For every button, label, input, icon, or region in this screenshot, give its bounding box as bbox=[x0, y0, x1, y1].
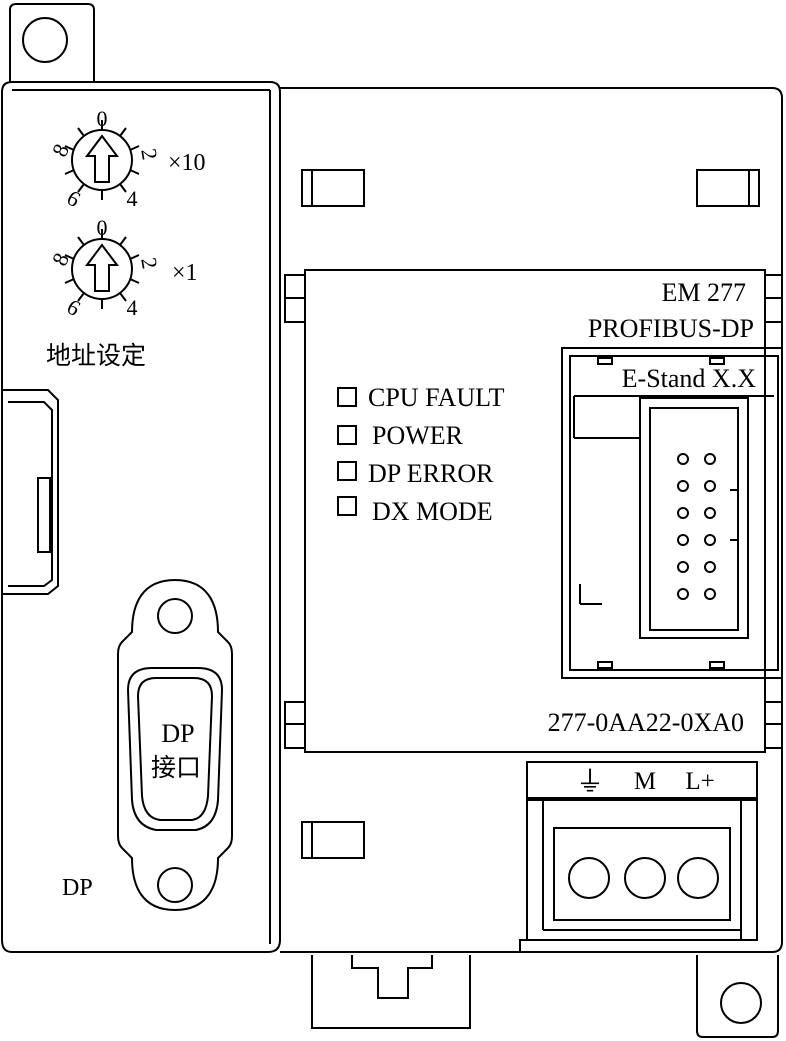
dp-connector-flange bbox=[117, 578, 233, 912]
mounting-tab-top-left bbox=[9, 3, 95, 82]
led-dx-mode bbox=[337, 496, 357, 516]
front-cover bbox=[304, 269, 766, 753]
connector-pin bbox=[677, 561, 689, 573]
connector-pin bbox=[704, 561, 716, 573]
bus-type: PROFIBUS-DP bbox=[588, 314, 754, 343]
led-power bbox=[337, 425, 357, 445]
connector-pin bbox=[677, 507, 689, 519]
rotary-x10-digit-6: 6 bbox=[63, 185, 85, 212]
led-cpu-fault bbox=[337, 387, 357, 407]
rotary-x10-label: ×10 bbox=[168, 150, 206, 176]
rotary-switch-x10-ticks bbox=[64, 120, 140, 200]
terminal-block bbox=[526, 799, 758, 941]
rotary-x1-digit-0: 0 bbox=[97, 215, 108, 240]
connector-pins bbox=[677, 453, 716, 600]
connector-pin bbox=[677, 453, 689, 465]
led-power-label: POWER bbox=[372, 421, 464, 450]
connector-pin bbox=[704, 453, 716, 465]
rotary-x1-label: ×1 bbox=[172, 260, 198, 286]
rotary-x10-digit-8: 8 bbox=[47, 140, 74, 161]
terminal-m-label: M bbox=[634, 768, 656, 795]
connector-pin bbox=[677, 534, 689, 546]
led-dp-error bbox=[337, 461, 357, 481]
connector-pin bbox=[704, 534, 716, 546]
dp-port-label: DP bbox=[161, 719, 194, 748]
mounting-tab-bottom-right bbox=[696, 955, 779, 1038]
mounting-screw-icon bbox=[157, 598, 193, 634]
rotary-x1-digit-6: 6 bbox=[63, 294, 85, 321]
arrow-up-icon bbox=[85, 134, 119, 183]
module-name: EM 277 bbox=[662, 278, 747, 307]
vent-slot bbox=[301, 821, 365, 859]
led-cpu-fault-label: CPU FAULT bbox=[368, 383, 505, 412]
led-dp-error-label: DP ERROR bbox=[368, 459, 494, 488]
expansion-latch bbox=[2, 389, 59, 595]
connector-pin bbox=[677, 480, 689, 492]
mounting-hole-icon bbox=[22, 17, 68, 63]
connector-pin bbox=[677, 588, 689, 600]
rotary-x10-digit-2: 2 bbox=[136, 146, 163, 161]
rotary-x10-digit-4: 4 bbox=[127, 186, 138, 211]
ground-icon: ⏚ bbox=[576, 765, 604, 798]
rotary-x10-digit-0: 0 bbox=[97, 106, 108, 131]
connector-pin bbox=[704, 480, 716, 492]
din-rail-clip-notch bbox=[351, 955, 433, 999]
dp-side-label: DP bbox=[62, 875, 93, 901]
terminal-screw-m[interactable] bbox=[624, 857, 666, 899]
din-rail-clip bbox=[311, 955, 471, 1029]
dp-port-interface-label: 接口 bbox=[151, 753, 201, 782]
rotary-x1-digit-8: 8 bbox=[47, 249, 74, 270]
left-panel bbox=[1, 81, 281, 953]
mounting-screw-icon bbox=[157, 867, 193, 903]
connector-pin bbox=[704, 588, 716, 600]
ribbon-connector[interactable] bbox=[639, 397, 749, 639]
rotary-x1-digit-2: 2 bbox=[136, 255, 163, 270]
led-dx-mode-label: DX MODE bbox=[372, 497, 493, 526]
dp-port[interactable] bbox=[126, 667, 224, 831]
connector-pin bbox=[704, 507, 716, 519]
address-setting-label: 地址设定 bbox=[46, 341, 146, 370]
order-number: 277-0AA22-0XA0 bbox=[548, 708, 744, 737]
terminal-label-strip bbox=[526, 761, 758, 799]
vent-slot bbox=[696, 169, 760, 207]
mounting-hole-icon bbox=[720, 982, 762, 1024]
terminal-lplus-label: L+ bbox=[685, 768, 714, 795]
stand-version: E-Stand X.X bbox=[622, 364, 757, 393]
terminal-screw-lplus[interactable] bbox=[677, 857, 719, 899]
expansion-port-housing bbox=[561, 347, 783, 679]
terminal-screw-ground[interactable] bbox=[568, 857, 610, 899]
vent-slot bbox=[301, 169, 365, 207]
rotary-switch-x1-ticks bbox=[64, 229, 140, 309]
rotary-x1-digit-4: 4 bbox=[127, 295, 138, 320]
arrow-up-icon bbox=[85, 243, 119, 292]
